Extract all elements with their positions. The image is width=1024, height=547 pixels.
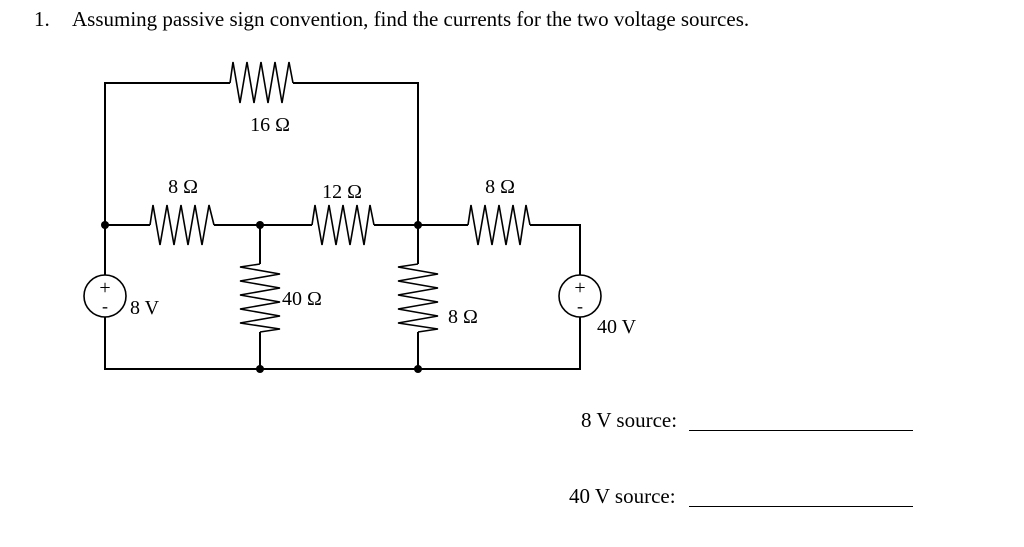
junction-left [101, 221, 109, 229]
label-8ohm-left: 8 Ω [168, 176, 198, 198]
wire-top-left [104, 82, 230, 225]
question-number: 1. [34, 7, 50, 31]
label-8ohm-shunt: 8 Ω [448, 306, 478, 328]
resistor-8ohm-shunt [397, 263, 439, 333]
answer-8v-source: 8 V source: [581, 408, 913, 433]
label-40ohm: 40 Ω [282, 288, 322, 310]
resistor-12ohm [311, 204, 375, 246]
source-40v: + - [558, 274, 602, 318]
answer-40v-label: 40 V source: [569, 484, 676, 508]
junction-bottom-b [414, 365, 422, 373]
answer-40v-source: 40 V source: [569, 484, 913, 509]
label-16ohm: 16 Ω [250, 114, 290, 136]
answer-40v-blank[interactable] [689, 506, 913, 507]
resistor-8ohm-left [149, 204, 215, 246]
wire-top-right [293, 82, 419, 225]
wire-right-8ohm-to-corner [530, 224, 581, 275]
resistor-8ohm-right [467, 204, 531, 246]
label-8v: 8 V [130, 297, 160, 319]
source-8v-minus: - [102, 296, 108, 316]
question: 1. Assuming passive sign convention, find… [34, 7, 749, 32]
answer-8v-blank[interactable] [689, 430, 913, 431]
resistor-40ohm [239, 263, 281, 333]
junction-node-a [256, 221, 264, 229]
junction-node-b [414, 221, 422, 229]
wire-40v-to-bottom [104, 317, 581, 370]
question-text: Assuming passive sign convention, find t… [72, 7, 750, 31]
label-40v: 40 V [597, 316, 637, 338]
answer-8v-label: 8 V source: [581, 408, 678, 432]
source-8v-plus: + [99, 277, 110, 299]
junctions [101, 221, 422, 373]
wires [104, 82, 581, 370]
source-40v-plus: + [574, 277, 585, 299]
source-40v-minus: - [577, 296, 583, 316]
resistor-16ohm [229, 61, 294, 104]
label-8ohm-right: 8 Ω [485, 176, 515, 198]
junction-bottom-a [256, 365, 264, 373]
label-12ohm: 12 Ω [322, 181, 362, 203]
source-8v: + - [83, 274, 127, 318]
